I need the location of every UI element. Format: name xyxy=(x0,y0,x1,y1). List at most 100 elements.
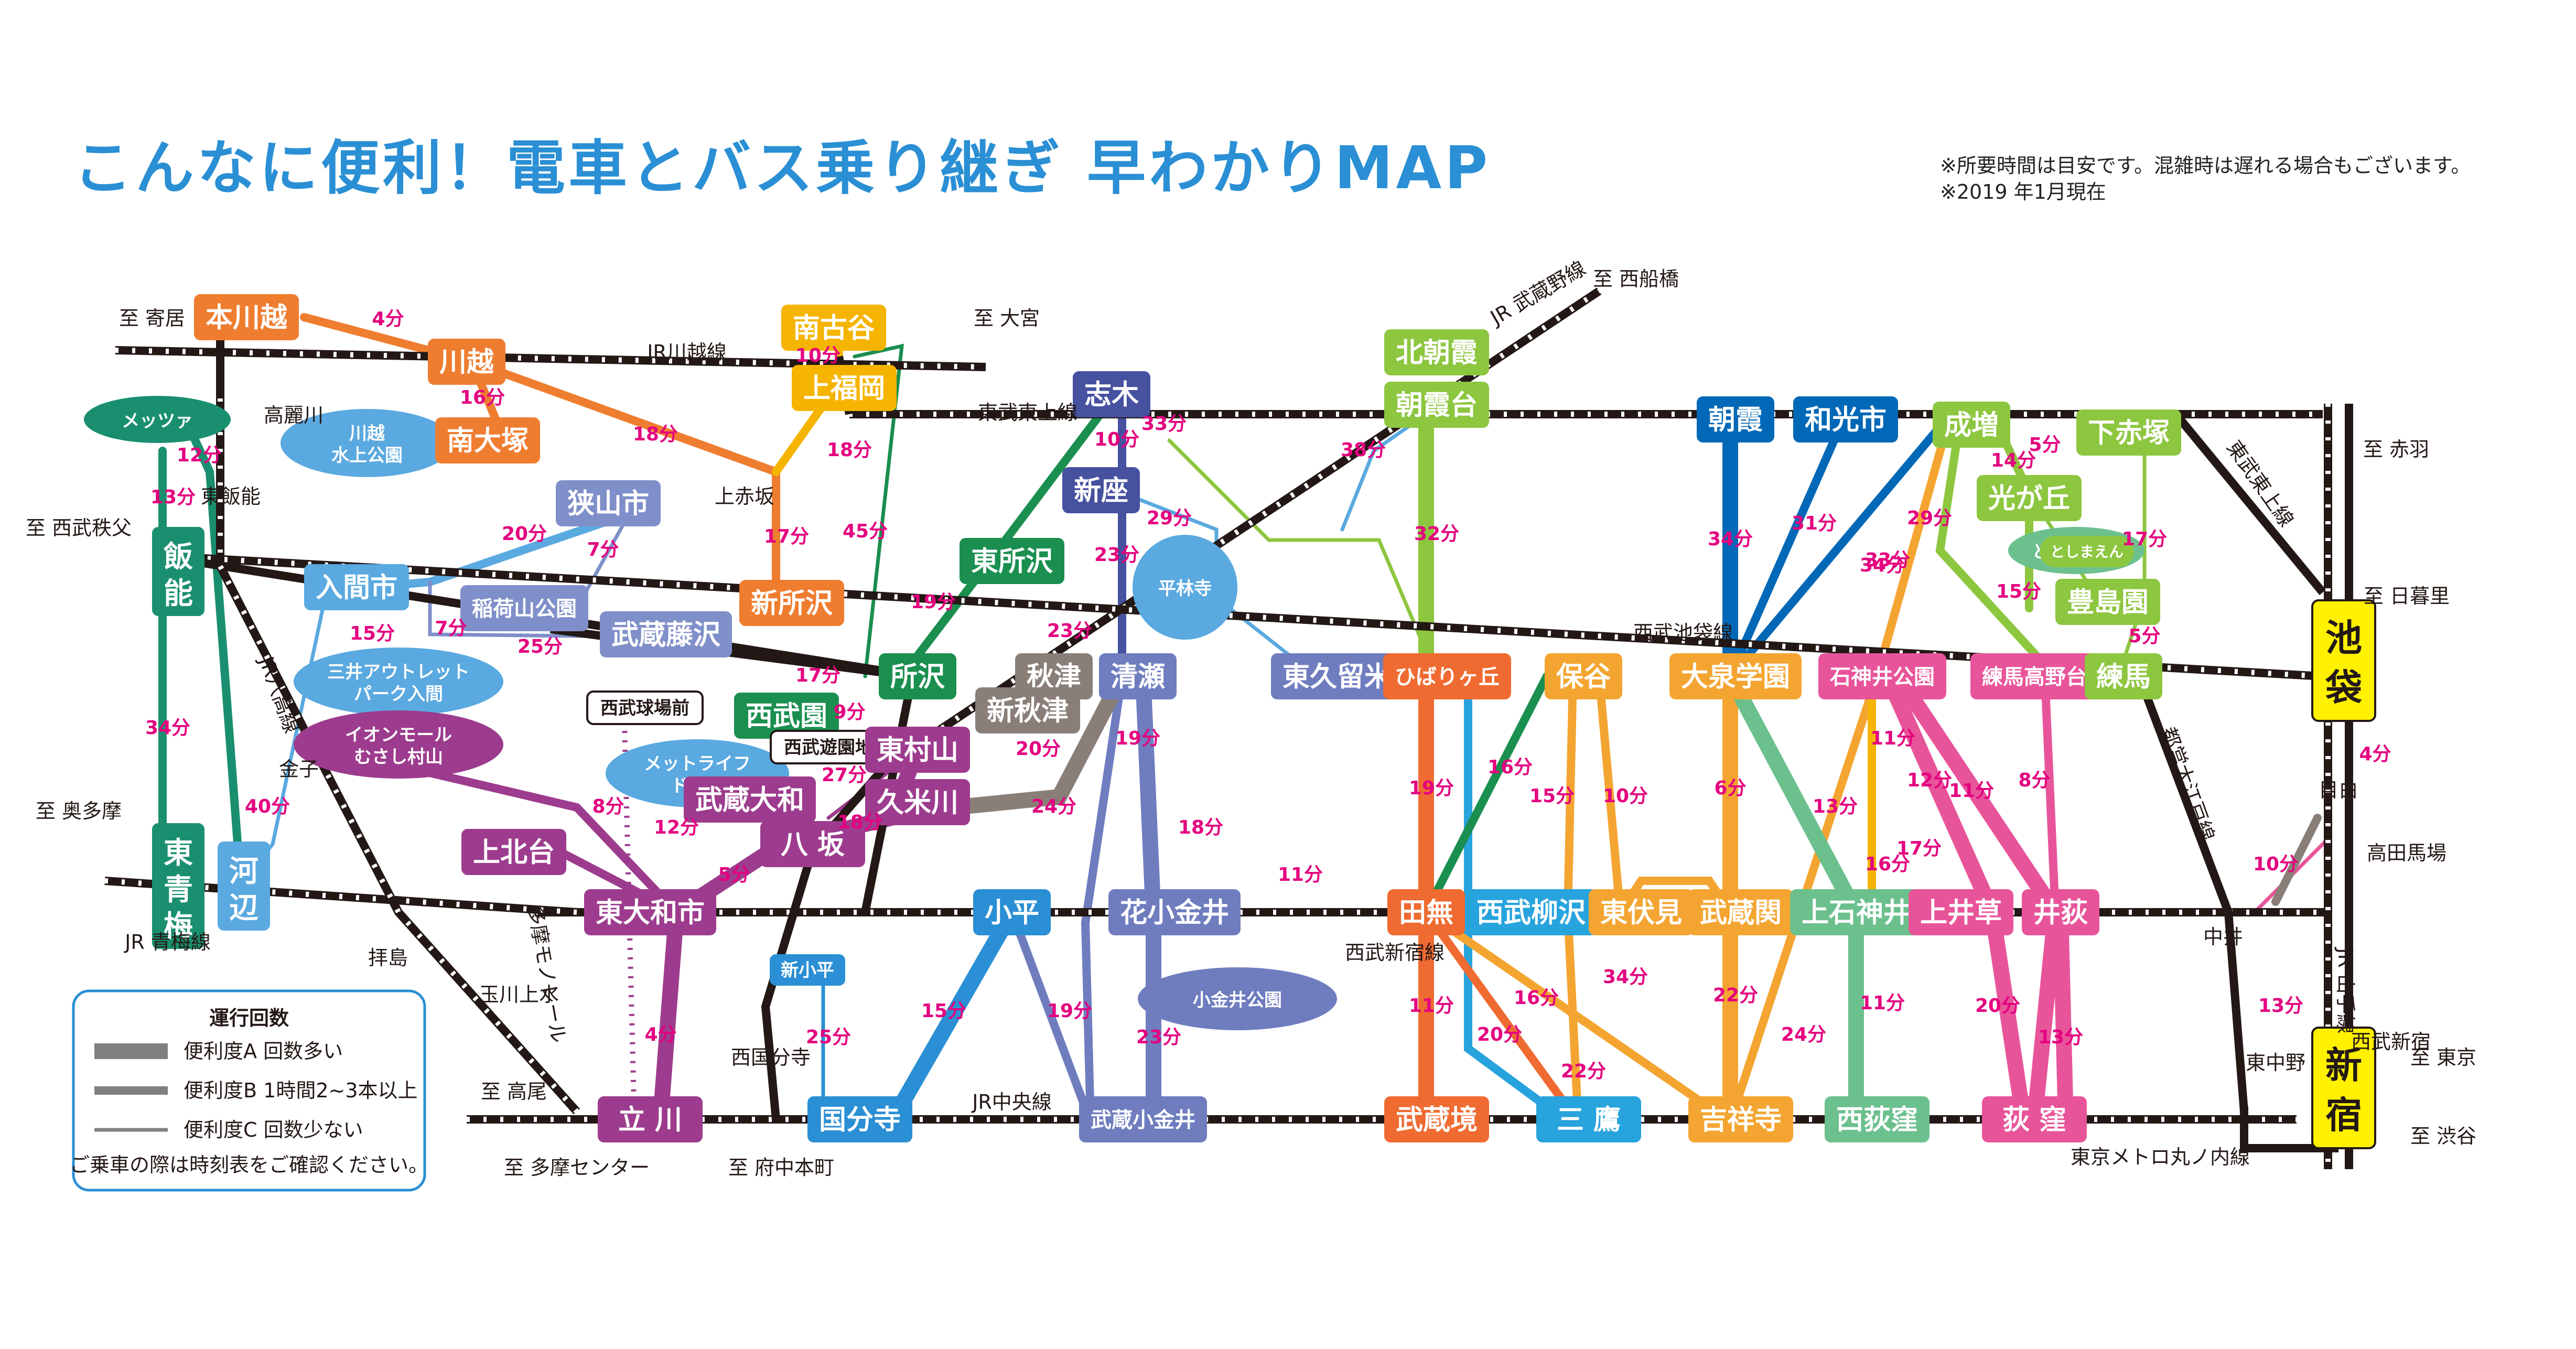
station-kamiigusa[interactable]: 上井草 xyxy=(1909,889,2013,935)
station-box xyxy=(598,1096,703,1142)
travel-time: 40分 xyxy=(245,796,290,817)
station-box xyxy=(1465,889,1597,935)
station-shinjuku[interactable]: 新宿新宿 xyxy=(2311,1027,2376,1149)
station-musashiseki[interactable]: 武蔵関 xyxy=(1688,889,1793,935)
station-shiki[interactable]: 志木 xyxy=(1073,371,1150,417)
station-shakujii[interactable]: 石神井公園 xyxy=(1818,653,1946,699)
station-hibarigaoka[interactable]: ひばりヶ丘 xyxy=(1383,653,1511,699)
station-ogikubo[interactable]: 荻 窪 xyxy=(1982,1096,2087,1142)
station-toshimaen[interactable]: としまえん xyxy=(2040,536,2134,567)
station-toshimaen2[interactable]: 豊島園 xyxy=(2055,579,2160,625)
station-label: 新座 xyxy=(1074,476,1128,507)
station-shinakitsu[interactable]: 新秋津 xyxy=(975,687,1080,733)
station-kumegawa[interactable]: 久米川 xyxy=(865,779,970,825)
legend-item-c: 便利度C 回数少ない xyxy=(184,1118,363,1141)
station-musashikoganei[interactable]: 武蔵小金井 xyxy=(1079,1096,1207,1142)
station-mitaka[interactable]: 三 鷹 xyxy=(1536,1096,1641,1142)
station-higashiome[interactable]: 東青梅東青梅 xyxy=(152,823,204,949)
station-tachikawa[interactable]: 立 川 xyxy=(598,1096,703,1142)
station-kichijoji[interactable]: 吉祥寺 xyxy=(1688,1096,1793,1142)
station-higashikurume[interactable]: 東久留米 xyxy=(1271,653,1403,699)
station-hoya[interactable]: 保谷 xyxy=(1545,653,1622,699)
line-label: JR 山手線 xyxy=(2334,947,2357,1034)
station-higashiyamato[interactable]: 東大和市 xyxy=(584,889,716,935)
station-kamikitadai[interactable]: 上北台 xyxy=(461,829,566,875)
station-box xyxy=(770,954,845,986)
station-ikebukuro[interactable]: 池袋池袋 xyxy=(2311,599,2376,722)
station-kitaasaka[interactable]: 北朝霞 xyxy=(1384,329,1489,375)
station-tokorozawa[interactable]: 所沢 xyxy=(879,653,956,699)
station-minamifuruya[interactable]: 南古谷 xyxy=(781,305,886,351)
place-label: 金子 xyxy=(279,758,319,781)
station-tanashi[interactable]: 田無 xyxy=(1387,889,1465,935)
station-label: 八 坂 xyxy=(781,829,845,861)
station-label: 和光市 xyxy=(1805,405,1887,436)
station-iogi[interactable]: 井荻 xyxy=(2022,889,2099,935)
travel-time: 15分 xyxy=(1996,581,2041,602)
station-nerima[interactable]: 練馬 xyxy=(2085,653,2162,699)
station-label-char: 青 xyxy=(164,873,193,907)
station-musashifujisawa[interactable]: 武蔵藤沢 xyxy=(600,611,732,657)
station-asaka[interactable]: 朝霞 xyxy=(1697,396,1774,443)
station-seibuen[interactable]: 西武園 xyxy=(734,693,839,739)
bubble-label: イオンモール xyxy=(345,725,452,746)
station-hikarigaoka[interactable]: 光が丘 xyxy=(1977,475,2082,521)
station-hassaka[interactable]: 八 坂 xyxy=(760,821,865,867)
station-kokubunji[interactable]: 国分寺 xyxy=(807,1096,912,1142)
station-label: 荻 窪 xyxy=(2002,1105,2066,1136)
station-label: 川越 xyxy=(439,347,494,379)
station-label: 小平 xyxy=(985,898,1039,929)
travel-time: 5分 xyxy=(2029,434,2061,456)
landmark-bubble[interactable]: 平林寺 xyxy=(1133,535,1237,640)
station-higashimurayama[interactable]: 東村山 xyxy=(865,727,970,773)
station-higashitokorozawa[interactable]: 東所沢 xyxy=(960,538,1064,584)
station-kawabe[interactable]: 河辺河辺 xyxy=(218,841,270,931)
place-label: 至 高尾 xyxy=(481,1080,547,1103)
station-kiyose[interactable]: 清瀬 xyxy=(1099,653,1177,699)
station-kamishakujii[interactable]: 上石神井 xyxy=(1790,889,1922,935)
station-label-char: 池 xyxy=(2325,617,2362,660)
travel-time: 15分 xyxy=(1529,785,1575,807)
station-niiza[interactable]: 新座 xyxy=(1062,467,1140,513)
station-inariyama[interactable]: 稲荷山公園 xyxy=(460,585,588,631)
station-seibuyuen[interactable]: 西武遊園地 xyxy=(770,730,887,764)
station-seibukyujo[interactable]: 西武球場前 xyxy=(586,690,704,725)
station-musashisakai[interactable]: 武蔵境 xyxy=(1384,1096,1489,1142)
station-label-char: 河 xyxy=(229,855,258,889)
line-label: JR 青梅線 xyxy=(124,931,211,954)
station-nishiogikubo[interactable]: 西荻窪 xyxy=(1825,1096,1930,1142)
bubble-shape xyxy=(294,710,503,779)
legend-title: 運行回数 xyxy=(209,1007,289,1030)
travel-time: 22分 xyxy=(1713,985,1758,1006)
station-kamifukuoka[interactable]: 上福岡 xyxy=(792,365,897,411)
station-higashifushimi[interactable]: 東伏見 xyxy=(1589,889,1694,935)
bubble-shape xyxy=(1133,535,1237,640)
station-shinkodaira[interactable]: 新小平 xyxy=(770,954,845,986)
station-minamiotsuka[interactable]: 南大塚 xyxy=(435,417,540,463)
station-kawagoe[interactable]: 川越 xyxy=(428,339,505,385)
station-hanakoganei[interactable]: 花小金井 xyxy=(1108,889,1241,935)
station-narimasu[interactable]: 成増 xyxy=(1933,402,2010,448)
station-shimoakatsuka[interactable]: 下赤塚 xyxy=(2076,409,2181,456)
station-kodaira[interactable]: 小平 xyxy=(973,889,1051,935)
station-sayamashi[interactable]: 狭山市 xyxy=(556,480,661,526)
station-honkawagoe[interactable]: 本川越 xyxy=(194,294,299,340)
station-asakadai[interactable]: 朝霞台 xyxy=(1384,382,1489,428)
station-box xyxy=(879,653,956,699)
station-nerimatakanodai[interactable]: 練馬高野台 xyxy=(1970,653,2098,699)
landmark-bubble[interactable]: 小金井公園 xyxy=(1138,967,1337,1030)
station-seibuyagisawa[interactable]: 西武柳沢 xyxy=(1465,889,1597,935)
station-label: ひばりヶ丘 xyxy=(1395,665,1500,689)
station-irumashi[interactable]: 入間市 xyxy=(304,564,409,610)
station-wakoshi[interactable]: 和光市 xyxy=(1793,396,1898,443)
station-oizumigakuen[interactable]: 大泉学園 xyxy=(1669,653,1802,699)
station-box xyxy=(304,564,409,610)
station-musashiyamato[interactable]: 武蔵大和 xyxy=(684,776,816,823)
station-hanno[interactable]: 飯能飯能 xyxy=(152,527,204,616)
landmark-bubble[interactable]: メッツァ xyxy=(84,396,231,443)
station-box xyxy=(1970,653,2098,699)
station-shintokorozawa[interactable]: 新所沢 xyxy=(739,580,844,626)
